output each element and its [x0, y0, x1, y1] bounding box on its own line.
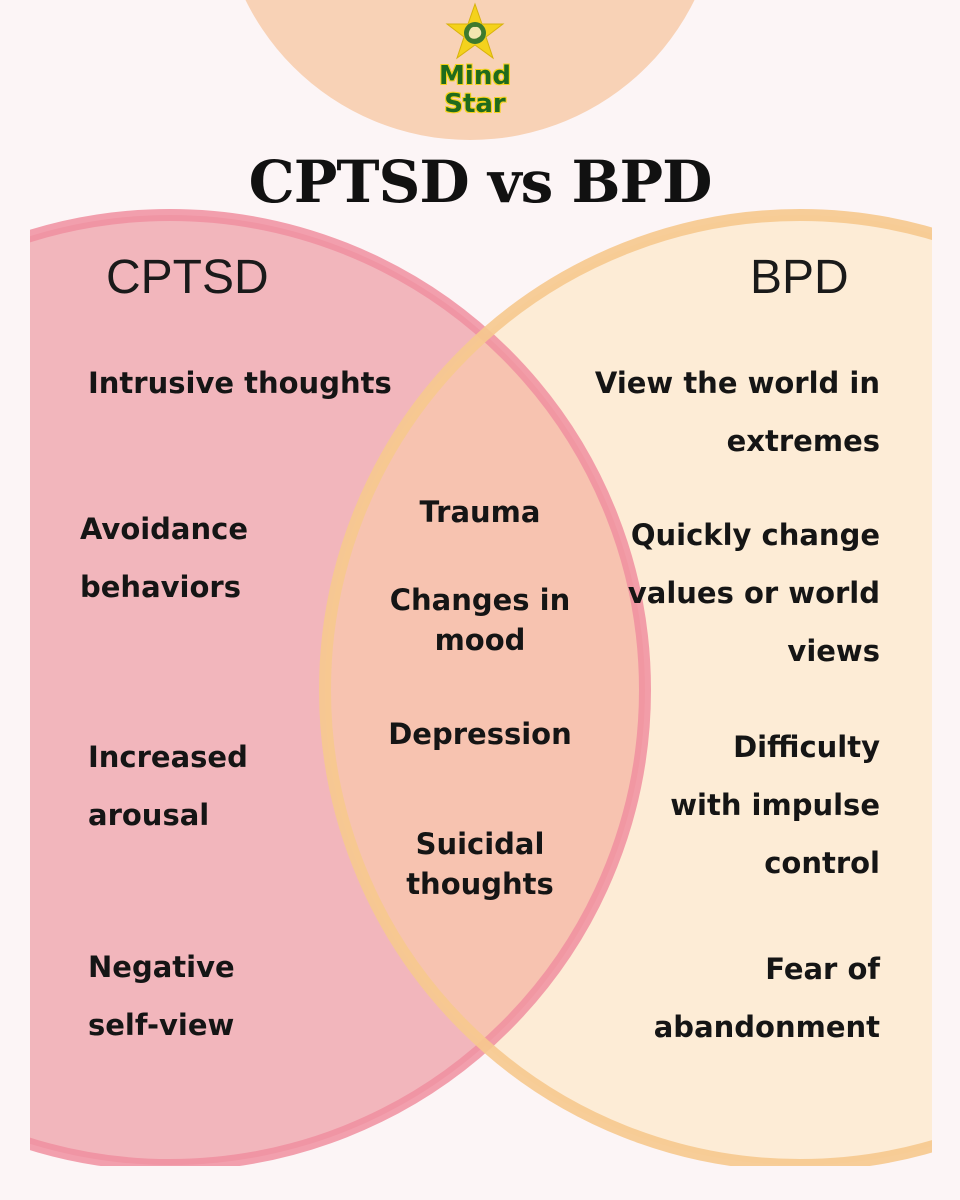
- bpd-item-fear-of-abandonment: Fear of abandonment: [653, 952, 880, 1044]
- cptsd-item-negative-self-view: Negative self-view: [88, 950, 235, 1042]
- overlap-item-depression: Depression: [388, 717, 572, 751]
- overlap-item-suicidal-thoughts: Suicidal thoughts: [406, 827, 554, 901]
- bpd-circle-outline: [319, 209, 960, 1171]
- overlap-region: [325, 215, 645, 1165]
- cptsd-item-avoidance-behaviors: Avoidance behaviors: [80, 512, 249, 604]
- cptsd-item-intrusive-thoughts: Intrusive thoughts: [88, 366, 392, 400]
- page-title: CPTSD vs BPD: [248, 148, 713, 216]
- left-strip: [0, 0, 30, 1200]
- bottom-strip: [0, 1166, 960, 1200]
- cptsd-circle-outline: [0, 209, 651, 1171]
- overlap-item-changes-in-mood: Changes in mood: [389, 583, 571, 657]
- mind-star-logo: Mind Star: [420, 2, 530, 130]
- cptsd-label: CPTSD: [106, 251, 269, 304]
- right-strip: [932, 0, 960, 1200]
- bpd-item-impulse-control: Difficulty with impulse control: [670, 730, 880, 880]
- bpd-label: BPD: [750, 251, 849, 304]
- logo-line-2: Star: [444, 89, 506, 119]
- cptsd-item-increased-arousal: Increased arousal: [88, 740, 248, 832]
- logo-line-1: Mind: [439, 61, 511, 91]
- star-brain-icon: [445, 2, 505, 60]
- overlap-item-trauma: Trauma: [419, 495, 541, 529]
- bpd-item-view-extremes: View the world in extremes: [594, 366, 880, 458]
- bpd-item-quickly-change-values: Quickly change values or world views: [627, 518, 880, 668]
